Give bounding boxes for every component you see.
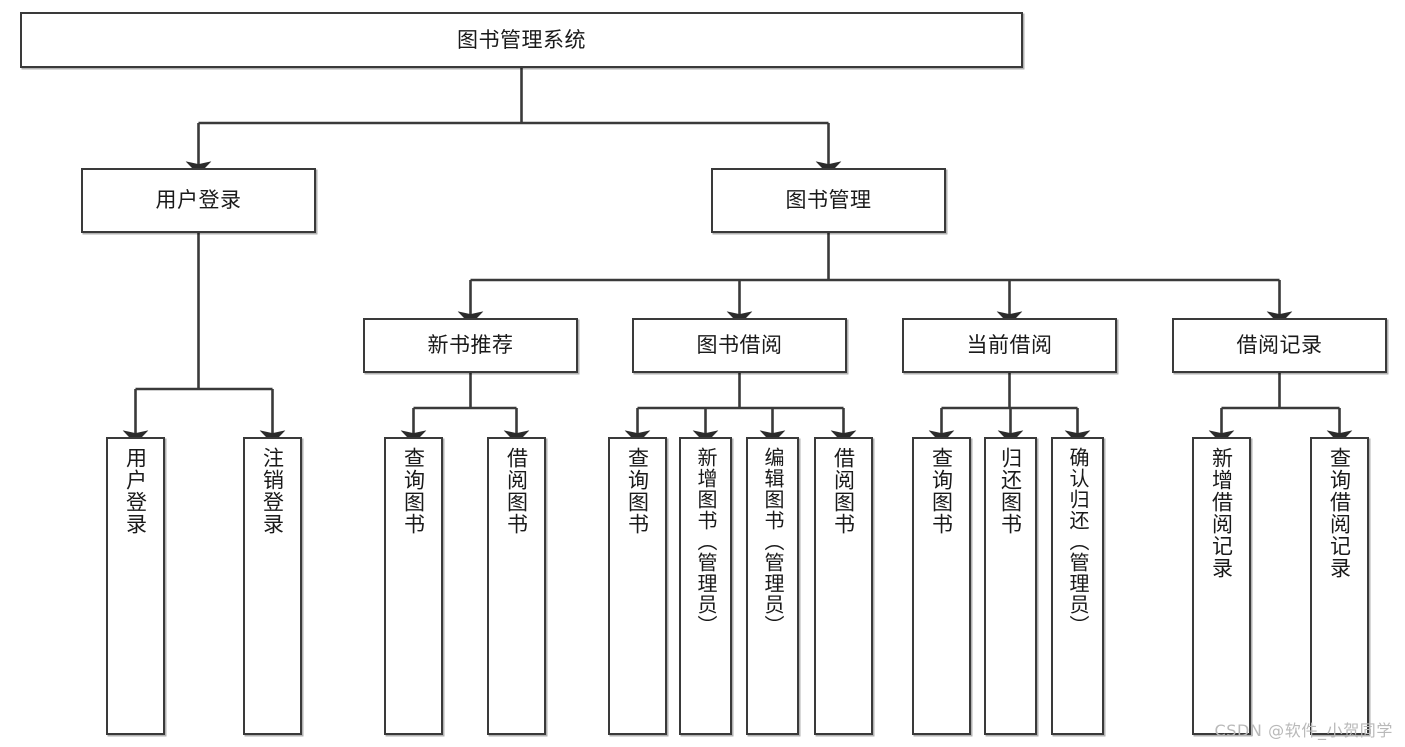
node-borrow-record[interactable]: 借阅记录 — [1172, 318, 1387, 373]
node-leaf-logout[interactable]: 注销登录 — [243, 437, 302, 735]
node-label: 查询图书 — [625, 447, 650, 535]
node-label: 查询图书 — [929, 447, 954, 535]
node-leaf-user-login[interactable]: 用户登录 — [106, 437, 165, 735]
node-label: 借阅记录 — [1236, 333, 1323, 358]
node-leaf-query-book-2[interactable]: 查询图书 — [608, 437, 667, 735]
node-leaf-query-book-1[interactable]: 查询图书 — [384, 437, 443, 735]
node-label: 确认归还（管理员） — [1066, 447, 1090, 636]
node-leaf-borrow-book-2[interactable]: 借阅图书 — [814, 437, 873, 735]
node-label: 图书借阅 — [696, 333, 783, 358]
node-label: 新增借阅记录 — [1209, 447, 1234, 579]
node-label: 归还图书 — [998, 447, 1023, 535]
node-book-manage[interactable]: 图书管理 — [711, 168, 946, 233]
node-label: 查询借阅记录 — [1327, 447, 1352, 579]
node-label: 图书管理 — [785, 188, 872, 213]
node-label: 新书推荐 — [427, 333, 514, 358]
node-leaf-query-book-3[interactable]: 查询图书 — [912, 437, 971, 735]
node-book-borrow[interactable]: 图书借阅 — [632, 318, 847, 373]
node-user-login[interactable]: 用户登录 — [81, 168, 316, 233]
node-root[interactable]: 图书管理系统 — [20, 12, 1023, 68]
node-label: 借阅图书 — [504, 447, 529, 535]
node-label: 借阅图书 — [831, 447, 856, 535]
node-label: 用户登录 — [155, 188, 242, 213]
node-label: 图书管理系统 — [457, 27, 586, 52]
node-label: 用户登录 — [123, 447, 148, 535]
node-leaf-return-book[interactable]: 归还图书 — [984, 437, 1037, 735]
node-leaf-confirm-return[interactable]: 确认归还（管理员） — [1051, 437, 1104, 735]
node-leaf-add-book[interactable]: 新增图书（管理员） — [679, 437, 732, 735]
node-label: 当前借阅 — [966, 333, 1053, 358]
node-leaf-borrow-book-1[interactable]: 借阅图书 — [487, 437, 546, 735]
node-leaf-query-record[interactable]: 查询借阅记录 — [1310, 437, 1369, 735]
node-label: 注销登录 — [260, 447, 285, 535]
node-label: 新增图书（管理员） — [694, 447, 718, 636]
node-label: 编辑图书（管理员） — [761, 447, 785, 636]
node-label: 查询图书 — [401, 447, 426, 535]
node-current-borrow[interactable]: 当前借阅 — [902, 318, 1117, 373]
node-new-book-rec[interactable]: 新书推荐 — [363, 318, 578, 373]
node-leaf-add-record[interactable]: 新增借阅记录 — [1192, 437, 1251, 735]
node-leaf-edit-book[interactable]: 编辑图书（管理员） — [746, 437, 799, 735]
